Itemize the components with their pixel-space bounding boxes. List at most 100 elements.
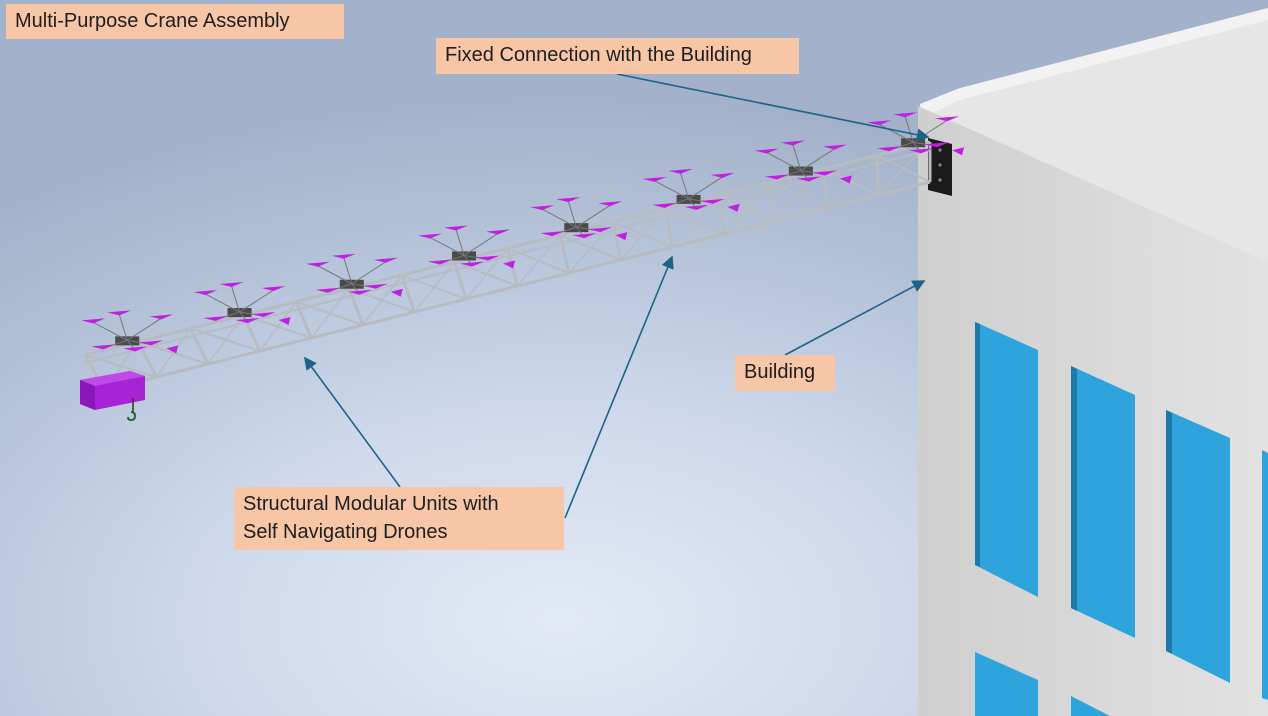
drone-module	[754, 140, 852, 184]
drone-rotor-icon	[428, 254, 465, 265]
drone-rotor-icon	[909, 141, 934, 154]
truss-diagonal	[826, 154, 878, 209]
drone-clamp	[615, 232, 628, 241]
truss-diagonal	[310, 287, 350, 339]
drone-rotor-icon	[331, 253, 356, 284]
drone-module	[418, 225, 516, 269]
drone-clamp	[839, 175, 852, 184]
drone-rotor-icon	[867, 120, 914, 143]
drone-clamp	[503, 260, 516, 269]
truss-diagonal	[620, 208, 667, 261]
drone-rotor-icon	[530, 205, 577, 228]
building-roof	[920, 8, 1268, 262]
leader-modules-left	[304, 356, 401, 488]
truss-vertical	[770, 181, 777, 222]
hoist-carriage	[80, 371, 145, 410]
drone-rotor-icon	[444, 225, 469, 256]
drone-rotor-icon	[684, 198, 709, 210]
drone-modules	[81, 112, 965, 354]
drone-module	[81, 310, 179, 354]
truss-diagonal	[207, 314, 245, 365]
drone-rotor-icon	[91, 339, 128, 350]
building-label: Building	[735, 355, 835, 391]
drone-module	[867, 112, 965, 156]
truss-vertical	[717, 195, 726, 235]
drone-module	[530, 197, 628, 241]
leader-fixed-connection	[616, 73, 930, 142]
truss-diagonal	[362, 274, 403, 326]
drone-rotor-icon	[305, 261, 353, 285]
drone-rotor-icon	[418, 233, 465, 256]
drone-rotor-icon	[351, 283, 388, 289]
drone-clamp	[390, 288, 403, 297]
drone-rotor-icon	[572, 226, 597, 239]
truss-vertical	[875, 155, 880, 196]
drone-rotor-icon	[796, 170, 821, 182]
drone-clamp	[727, 203, 740, 212]
drone-clamp	[166, 345, 179, 354]
drone-rotor-icon	[688, 198, 725, 204]
drone-rotor-icon	[219, 282, 244, 313]
modules-label-line1: Structural Modular Units with	[243, 493, 499, 515]
drone-rotor-icon	[81, 318, 128, 341]
drone-rotor-icon	[193, 290, 240, 313]
drone-rotor-icon	[688, 172, 735, 200]
leader-building	[784, 280, 926, 356]
leader-modules-right	[564, 255, 674, 519]
drone-rotor-icon	[556, 197, 581, 228]
truss-vertical	[611, 221, 623, 261]
truss-top-chord-rear	[84, 149, 931, 364]
drone-rotor-icon	[877, 141, 914, 152]
drone-module	[193, 282, 291, 326]
truss-diagonal	[413, 261, 456, 313]
building-roof-edge	[920, 8, 1268, 118]
truss-diagonal	[516, 234, 561, 287]
drone-rotor-icon	[668, 168, 693, 200]
building	[918, 8, 1268, 716]
drone-rotor-icon	[127, 339, 164, 346]
truss-diagonal	[568, 221, 614, 274]
drone-rotor-icon	[239, 286, 286, 313]
drone-rotor-icon	[203, 311, 240, 322]
drone-rotor-icon	[351, 257, 398, 285]
drone-clamp	[278, 317, 291, 326]
modules-label: Structural Modular Units with Self Navig…	[234, 487, 564, 550]
drone-rotor-icon	[123, 340, 148, 352]
truss-diagonal	[723, 181, 773, 235]
building-windows	[975, 322, 1268, 716]
drone-clamp	[952, 147, 965, 156]
drone-rotor-icon	[780, 140, 805, 171]
drone-rotor-icon	[540, 226, 577, 237]
drone-rotor-icon	[652, 198, 689, 208]
drone-rotor-icon	[754, 148, 802, 172]
drone-rotor-icon	[576, 201, 623, 228]
truss-vertical	[347, 287, 365, 326]
truss-vertical	[189, 327, 210, 365]
diagram-title: Multi-Purpose Crane Assembly	[6, 4, 344, 39]
modules-label-line2: Self Navigating Drones	[243, 521, 448, 543]
truss-vertical	[294, 301, 313, 339]
crane-hook-icon	[127, 398, 137, 422]
truss-vertical	[400, 274, 416, 313]
drone-rotor-icon	[235, 311, 260, 324]
drone-rotor-icon	[460, 255, 485, 267]
drone-rotor-icon	[800, 170, 837, 176]
drone-rotor-icon	[764, 170, 801, 180]
drone-module	[642, 168, 740, 212]
drone-rotor-icon	[576, 226, 613, 233]
drone-rotor-icon	[893, 112, 918, 143]
fixed-connection-label: Fixed Connection with the Building	[436, 38, 799, 74]
truss-diagonal	[465, 248, 509, 300]
drone-module	[305, 253, 403, 297]
drone-rotor-icon	[126, 314, 174, 341]
truss-vertical	[664, 208, 674, 248]
drone-rotor-icon	[800, 144, 847, 171]
drone-rotor-icon	[913, 141, 950, 148]
drone-rotor-icon	[463, 254, 501, 261]
leader-lines	[304, 73, 930, 519]
truss-vertical	[453, 261, 468, 300]
drone-rotor-icon	[347, 283, 372, 295]
truss-diagonal	[671, 194, 720, 248]
